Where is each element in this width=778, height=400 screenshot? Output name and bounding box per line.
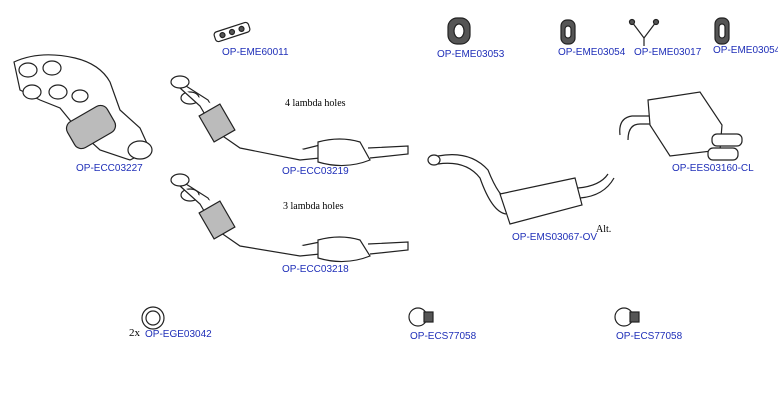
manifold-catalyst-drawing xyxy=(13,54,153,161)
rubber-hanger-drawing xyxy=(447,17,471,45)
ring-gasket-drawing xyxy=(141,306,165,330)
part-label-eme03054-2[interactable]: OP-EME03054 xyxy=(713,45,778,56)
bracket-drawing xyxy=(628,18,660,46)
part-label-ecs77058-2[interactable]: OP-ECS77058 xyxy=(616,331,683,342)
part-label-ems03067[interactable]: OP-EMS03067-OV xyxy=(512,232,598,243)
catalyst-pipe-3-holes-drawing xyxy=(170,173,409,263)
note-alt: Alt. xyxy=(596,224,612,235)
rubber-hanger-drawing xyxy=(714,17,730,45)
part-label-ege03042[interactable]: OP-EGE03042 xyxy=(145,329,212,340)
part-label-ecs77058[interactable]: OP-ECS77058 xyxy=(410,331,477,342)
part-label-ecc03218[interactable]: OP-ECC03218 xyxy=(282,264,349,275)
part-label-eme03053[interactable]: OP-EME03053 xyxy=(437,49,505,60)
catalyst-pipe-4-holes-drawing xyxy=(170,75,409,167)
quantity-2x: 2x xyxy=(129,327,140,339)
part-label-ees03160[interactable]: OP-EES03160-CL xyxy=(672,163,754,174)
part-label-eme03017[interactable]: OP-EME03017 xyxy=(634,47,702,58)
pipe-clamp-drawing xyxy=(408,307,434,327)
rubber-hanger-drawing xyxy=(560,19,576,45)
rear-silencer-drawing xyxy=(619,91,743,161)
pipe-clamp-drawing xyxy=(614,307,640,327)
note-4-lambda-holes: 4 lambda holes xyxy=(285,98,346,109)
part-label-ecc03227[interactable]: OP-ECC03227 xyxy=(76,163,143,174)
note-3-lambda-holes: 3 lambda holes xyxy=(283,201,344,212)
part-label-ecc03219[interactable]: OP-ECC03219 xyxy=(282,166,349,177)
middle-silencer-drawing xyxy=(427,154,615,225)
part-label-eme60011[interactable]: OP-EME60011 xyxy=(222,47,289,58)
part-label-eme03054[interactable]: OP-EME03054 xyxy=(558,47,626,58)
flange-gasket-drawing xyxy=(213,21,251,43)
